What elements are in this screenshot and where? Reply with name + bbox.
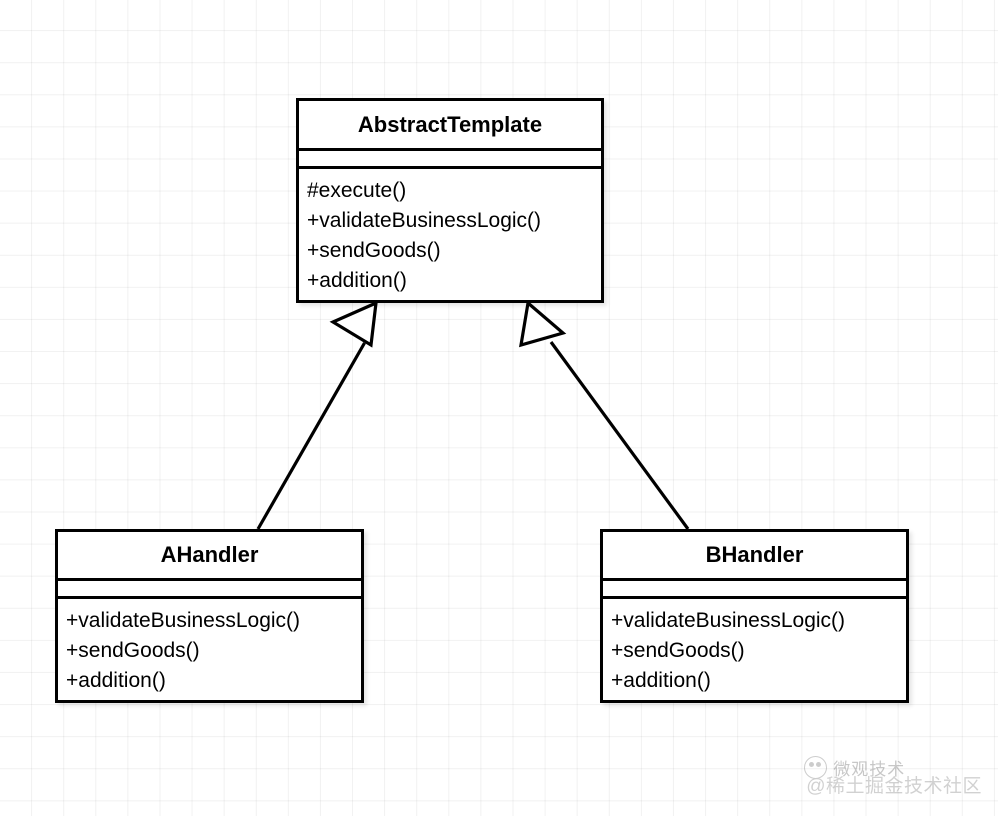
methods-compartment-ahandler: +validateBusinessLogic() +sendGoods() +a… [58,599,361,696]
class-name-bhandler: BHandler [705,542,804,567]
method-item: +addition() [307,269,407,292]
compartment-divider [603,596,906,599]
method-item: +addition() [66,669,166,692]
compartment-divider [58,578,361,581]
method-item: #execute() [307,179,407,202]
method-item: +validateBusinessLogic() [611,609,846,632]
generalization-bhandler-to-abstracttemplate [519,299,690,530]
uml-class-ahandler[interactable]: AHandler +validateBusinessLogic() +sendG… [55,529,364,703]
attributes-compartment-ahandler [58,581,361,596]
compartment-divider [299,148,601,151]
hollow-triangle-arrowhead-bhandler [519,299,567,348]
uml-class-bhandler[interactable]: BHandler +validateBusinessLogic() +sendG… [600,529,909,703]
compartment-divider [299,166,601,169]
method-item: +sendGoods() [611,639,745,662]
compartment-divider [58,596,361,599]
generalization-ahandler-to-abstracttemplate [256,300,378,530]
hollow-triangle-arrowhead-ahandler [329,300,378,348]
class-name-abstract-template: AbstractTemplate [357,112,543,137]
generalization-line-ahandler [256,342,366,530]
generalization-line-bhandler [549,341,690,530]
uml-class-abstract-template[interactable]: AbstractTemplate #execute() +validateBus… [296,98,604,303]
attributes-compartment-abstract-template [299,151,601,166]
methods-compartment-abstract-template: #execute() +validateBusinessLogic() +sen… [299,169,601,296]
method-item: +validateBusinessLogic() [66,609,301,632]
attributes-compartment-bhandler [603,581,906,596]
methods-compartment-bhandler: +validateBusinessLogic() +sendGoods() +a… [603,599,906,696]
method-item: +sendGoods() [307,239,441,262]
compartment-divider [603,578,906,581]
method-item: +addition() [611,669,711,692]
method-item: +sendGoods() [66,639,200,662]
class-name-ahandler: AHandler [160,542,259,567]
method-item: +validateBusinessLogic() [307,209,542,232]
